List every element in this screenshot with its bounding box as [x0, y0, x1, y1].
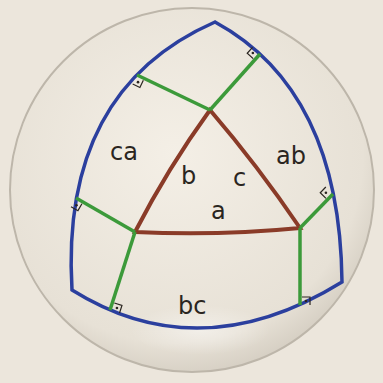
right-angle-mark: [114, 303, 122, 313]
right-angle-dot: [116, 307, 119, 310]
side-label: bc: [178, 294, 206, 318]
right-angle-mark: [133, 80, 144, 87]
right-angle-dot: [252, 52, 255, 55]
side-label: b: [181, 164, 196, 188]
perpendicular-line: [76, 198, 135, 232]
glass-dome: [10, 8, 374, 372]
perpendicular-line: [110, 232, 135, 310]
polar-triangle: [71, 22, 342, 328]
side-label: ab: [276, 144, 306, 168]
perpendicular-line: [137, 75, 210, 110]
perpendicular-line: [298, 228, 302, 305]
right-angle-dot: [305, 300, 308, 303]
right-angle-mark: [247, 47, 253, 58]
perpendiculars: [71, 47, 333, 313]
side-label: ca: [110, 140, 138, 164]
right-angle-dot: [75, 204, 78, 207]
side-label: a: [211, 199, 226, 223]
side-label: c: [233, 166, 246, 190]
right-angle-mark: [71, 204, 82, 211]
perpendicular-line: [210, 54, 260, 110]
perpendicular-line: [300, 194, 333, 228]
right-angle-dot: [325, 191, 328, 194]
spherical-triangle: [135, 110, 300, 233]
right-angle-mark: [302, 297, 310, 305]
right-angle-dot: [137, 81, 140, 84]
